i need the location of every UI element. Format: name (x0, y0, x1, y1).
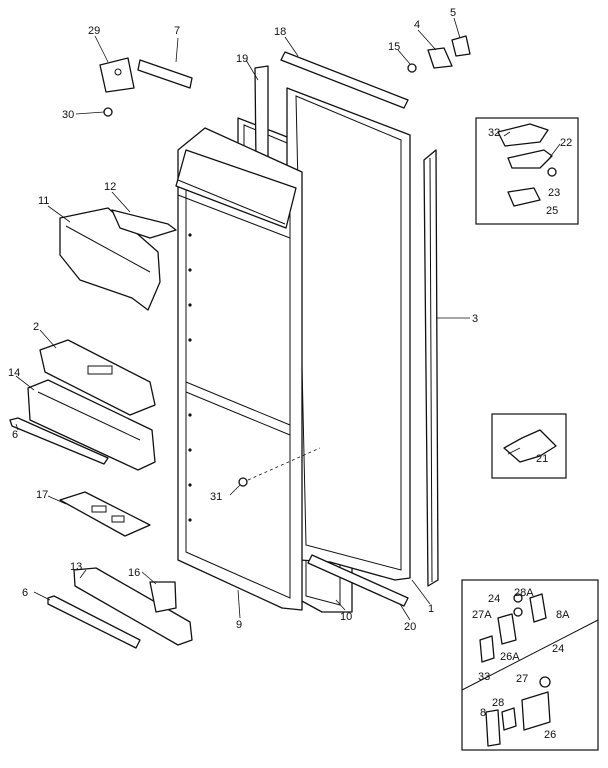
callout-27: 27 (516, 673, 528, 685)
callout-26: 26 (544, 729, 556, 741)
callout-21: 21 (536, 453, 548, 465)
callout-25: 25 (546, 205, 558, 217)
screw-15 (407, 63, 417, 73)
outer-door-panel (286, 87, 411, 581)
bracket-4 (427, 47, 453, 69)
control-board (59, 491, 151, 537)
callout-20: 20 (404, 621, 416, 633)
trim-strip-left (254, 65, 269, 165)
callout-15: 15 (388, 41, 400, 53)
callout-8: 8 (480, 707, 486, 719)
callout-23: 23 (548, 187, 560, 199)
callout-5: 5 (450, 7, 456, 19)
callout-22: 22 (560, 137, 572, 149)
callout-28: 28 (492, 697, 504, 709)
bin-insert (149, 581, 177, 613)
callout-32: 32 (488, 127, 500, 139)
top-trim-bar (280, 51, 409, 109)
leader-lines (15, 17, 561, 621)
callout-14: 14 (8, 367, 20, 379)
hinge-bar (137, 59, 193, 89)
callout-13: 13 (70, 561, 82, 573)
inset-handle-parts (475, 117, 579, 225)
door-liner (175, 127, 303, 611)
callout-31: 31 (210, 491, 222, 503)
callout-9: 9 (236, 619, 242, 631)
lower-door-bin (73, 567, 193, 646)
callout-labels: 29 7 30 18 19 4 5 15 12 11 3 2 14 6 17 3… (8, 7, 572, 741)
bin-trim-lower (47, 595, 141, 649)
callout-3: 3 (472, 313, 478, 325)
callout-19: 19 (236, 53, 248, 65)
callout-26a: 26A (500, 651, 520, 663)
callout-6-upper: 6 (12, 429, 18, 441)
bin-cover (39, 339, 156, 416)
bottom-trim-bar (307, 554, 409, 607)
callout-16: 16 (128, 567, 140, 579)
callout-28a: 28A (514, 587, 534, 599)
inset-hinge-hardware (461, 579, 599, 751)
trim-strip-right (423, 149, 439, 587)
pad-5 (451, 35, 471, 57)
door-bin (27, 379, 156, 471)
callout-6-lower: 6 (22, 587, 28, 599)
callout-1: 1 (428, 603, 434, 615)
bin-trim-upper (9, 417, 109, 465)
callout-11: 11 (38, 195, 49, 207)
screw-30 (103, 107, 113, 117)
callout-24-upper: 24 (488, 593, 500, 605)
callout-29: 29 (88, 25, 100, 37)
plug-31 (238, 447, 321, 487)
callout-24-lower: 24 (552, 643, 564, 655)
callout-2: 2 (33, 321, 39, 333)
callout-18: 18 (274, 26, 286, 38)
callout-10: 10 (340, 611, 352, 623)
callout-8a: 8A (556, 609, 570, 621)
dispenser-pad (111, 209, 177, 239)
callout-27a: 27A (472, 609, 492, 621)
callout-30: 30 (62, 109, 74, 121)
callout-17: 17 (36, 489, 48, 501)
hinge-bracket (99, 57, 135, 93)
inset-part-21 (491, 413, 567, 479)
callout-7: 7 (174, 25, 180, 37)
callout-4: 4 (414, 19, 420, 31)
callout-33: 33 (478, 671, 490, 683)
callout-12: 12 (104, 181, 116, 193)
